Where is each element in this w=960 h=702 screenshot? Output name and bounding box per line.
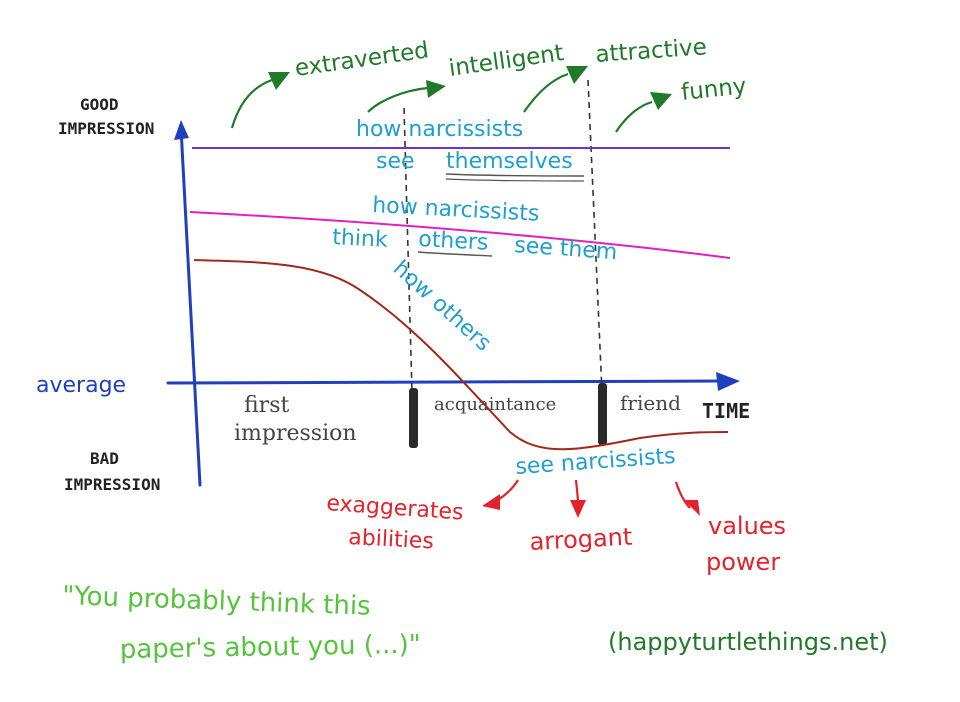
good-impression-label-line2: IMPRESSION bbox=[58, 119, 154, 138]
pink-label-line1: how narcissists bbox=[372, 193, 540, 227]
arrow-exaggerates-head-icon bbox=[482, 494, 500, 510]
phase-first-line2: impression bbox=[234, 421, 357, 446]
phase-friend-label: friend bbox=[620, 391, 681, 415]
y-axis-line bbox=[179, 126, 202, 487]
bad-impression-label-line1: BAD bbox=[90, 449, 119, 468]
credit-text: (happyturtlethings.net) bbox=[608, 628, 888, 656]
trait-intelligent: intelligent bbox=[447, 40, 565, 82]
quote-line1: "You probably think this bbox=[62, 581, 371, 622]
underline-themselves bbox=[445, 173, 585, 177]
pink-label-others: others bbox=[418, 227, 489, 256]
perception-values: values bbox=[708, 512, 786, 540]
pink-label-think: think bbox=[332, 225, 389, 253]
phase-first-line1: first bbox=[244, 393, 289, 418]
purple-label-line1: how narcissists bbox=[356, 117, 523, 142]
arrow-intelligent-head-icon bbox=[426, 80, 446, 98]
x-axis-line bbox=[166, 379, 727, 385]
average-label: average bbox=[36, 373, 126, 398]
time-label: TIME bbox=[702, 399, 750, 423]
divider-friend-bar bbox=[598, 383, 607, 445]
arrow-attractive-head-icon bbox=[566, 66, 588, 84]
brown-label-line1: how others bbox=[388, 256, 496, 357]
curve-narcissists-think-others-see bbox=[189, 211, 731, 259]
purple-label-themselves: themselves bbox=[446, 149, 573, 174]
arrow-values-power bbox=[674, 481, 691, 509]
bad-impression-label-line2: IMPRESSION bbox=[64, 475, 160, 494]
good-impression-label-line1: GOOD bbox=[80, 95, 119, 114]
arrow-extraverted-head-icon bbox=[268, 72, 290, 90]
arrow-intelligent bbox=[367, 86, 429, 113]
phase-acquaintance-label: acquaintance bbox=[434, 394, 556, 415]
pink-label-see-them: see them bbox=[514, 233, 619, 265]
brown-label-line2: see narcissists bbox=[515, 444, 677, 480]
arrow-values-power-head-icon bbox=[684, 500, 700, 516]
arrow-attractive bbox=[523, 72, 569, 113]
perception-power: power bbox=[706, 548, 780, 576]
axes bbox=[166, 120, 740, 487]
underline-themselves-2 bbox=[445, 178, 585, 182]
quote-line2: paper's about you (...)" bbox=[120, 630, 421, 665]
trait-extraverted: extraverted bbox=[293, 37, 430, 82]
arrow-funny bbox=[615, 100, 653, 133]
trait-funny: funny bbox=[680, 73, 748, 106]
arrow-arrogant-head-icon bbox=[570, 500, 586, 518]
trait-attractive: attractive bbox=[595, 34, 708, 68]
x-axis-arrowhead-icon bbox=[716, 372, 740, 391]
purple-label-see: see bbox=[376, 149, 415, 174]
trait-arrows bbox=[230, 66, 672, 133]
divider-friend bbox=[587, 79, 603, 393]
divider-acquaintance-bar bbox=[409, 388, 418, 448]
underline-others bbox=[417, 251, 493, 257]
arrow-extraverted bbox=[230, 78, 273, 129]
perception-arrows bbox=[482, 479, 700, 518]
perception-exaggerates: exaggerates bbox=[326, 491, 465, 526]
divider-acquaintance bbox=[403, 107, 413, 393]
arrow-funny-head-icon bbox=[650, 92, 672, 110]
perception-arrogant: arrogant bbox=[529, 523, 633, 556]
curve-how-others-see-narcissists bbox=[193, 259, 729, 451]
y-axis-arrowhead-icon bbox=[174, 120, 189, 140]
perception-abilities: abilities bbox=[348, 525, 435, 554]
